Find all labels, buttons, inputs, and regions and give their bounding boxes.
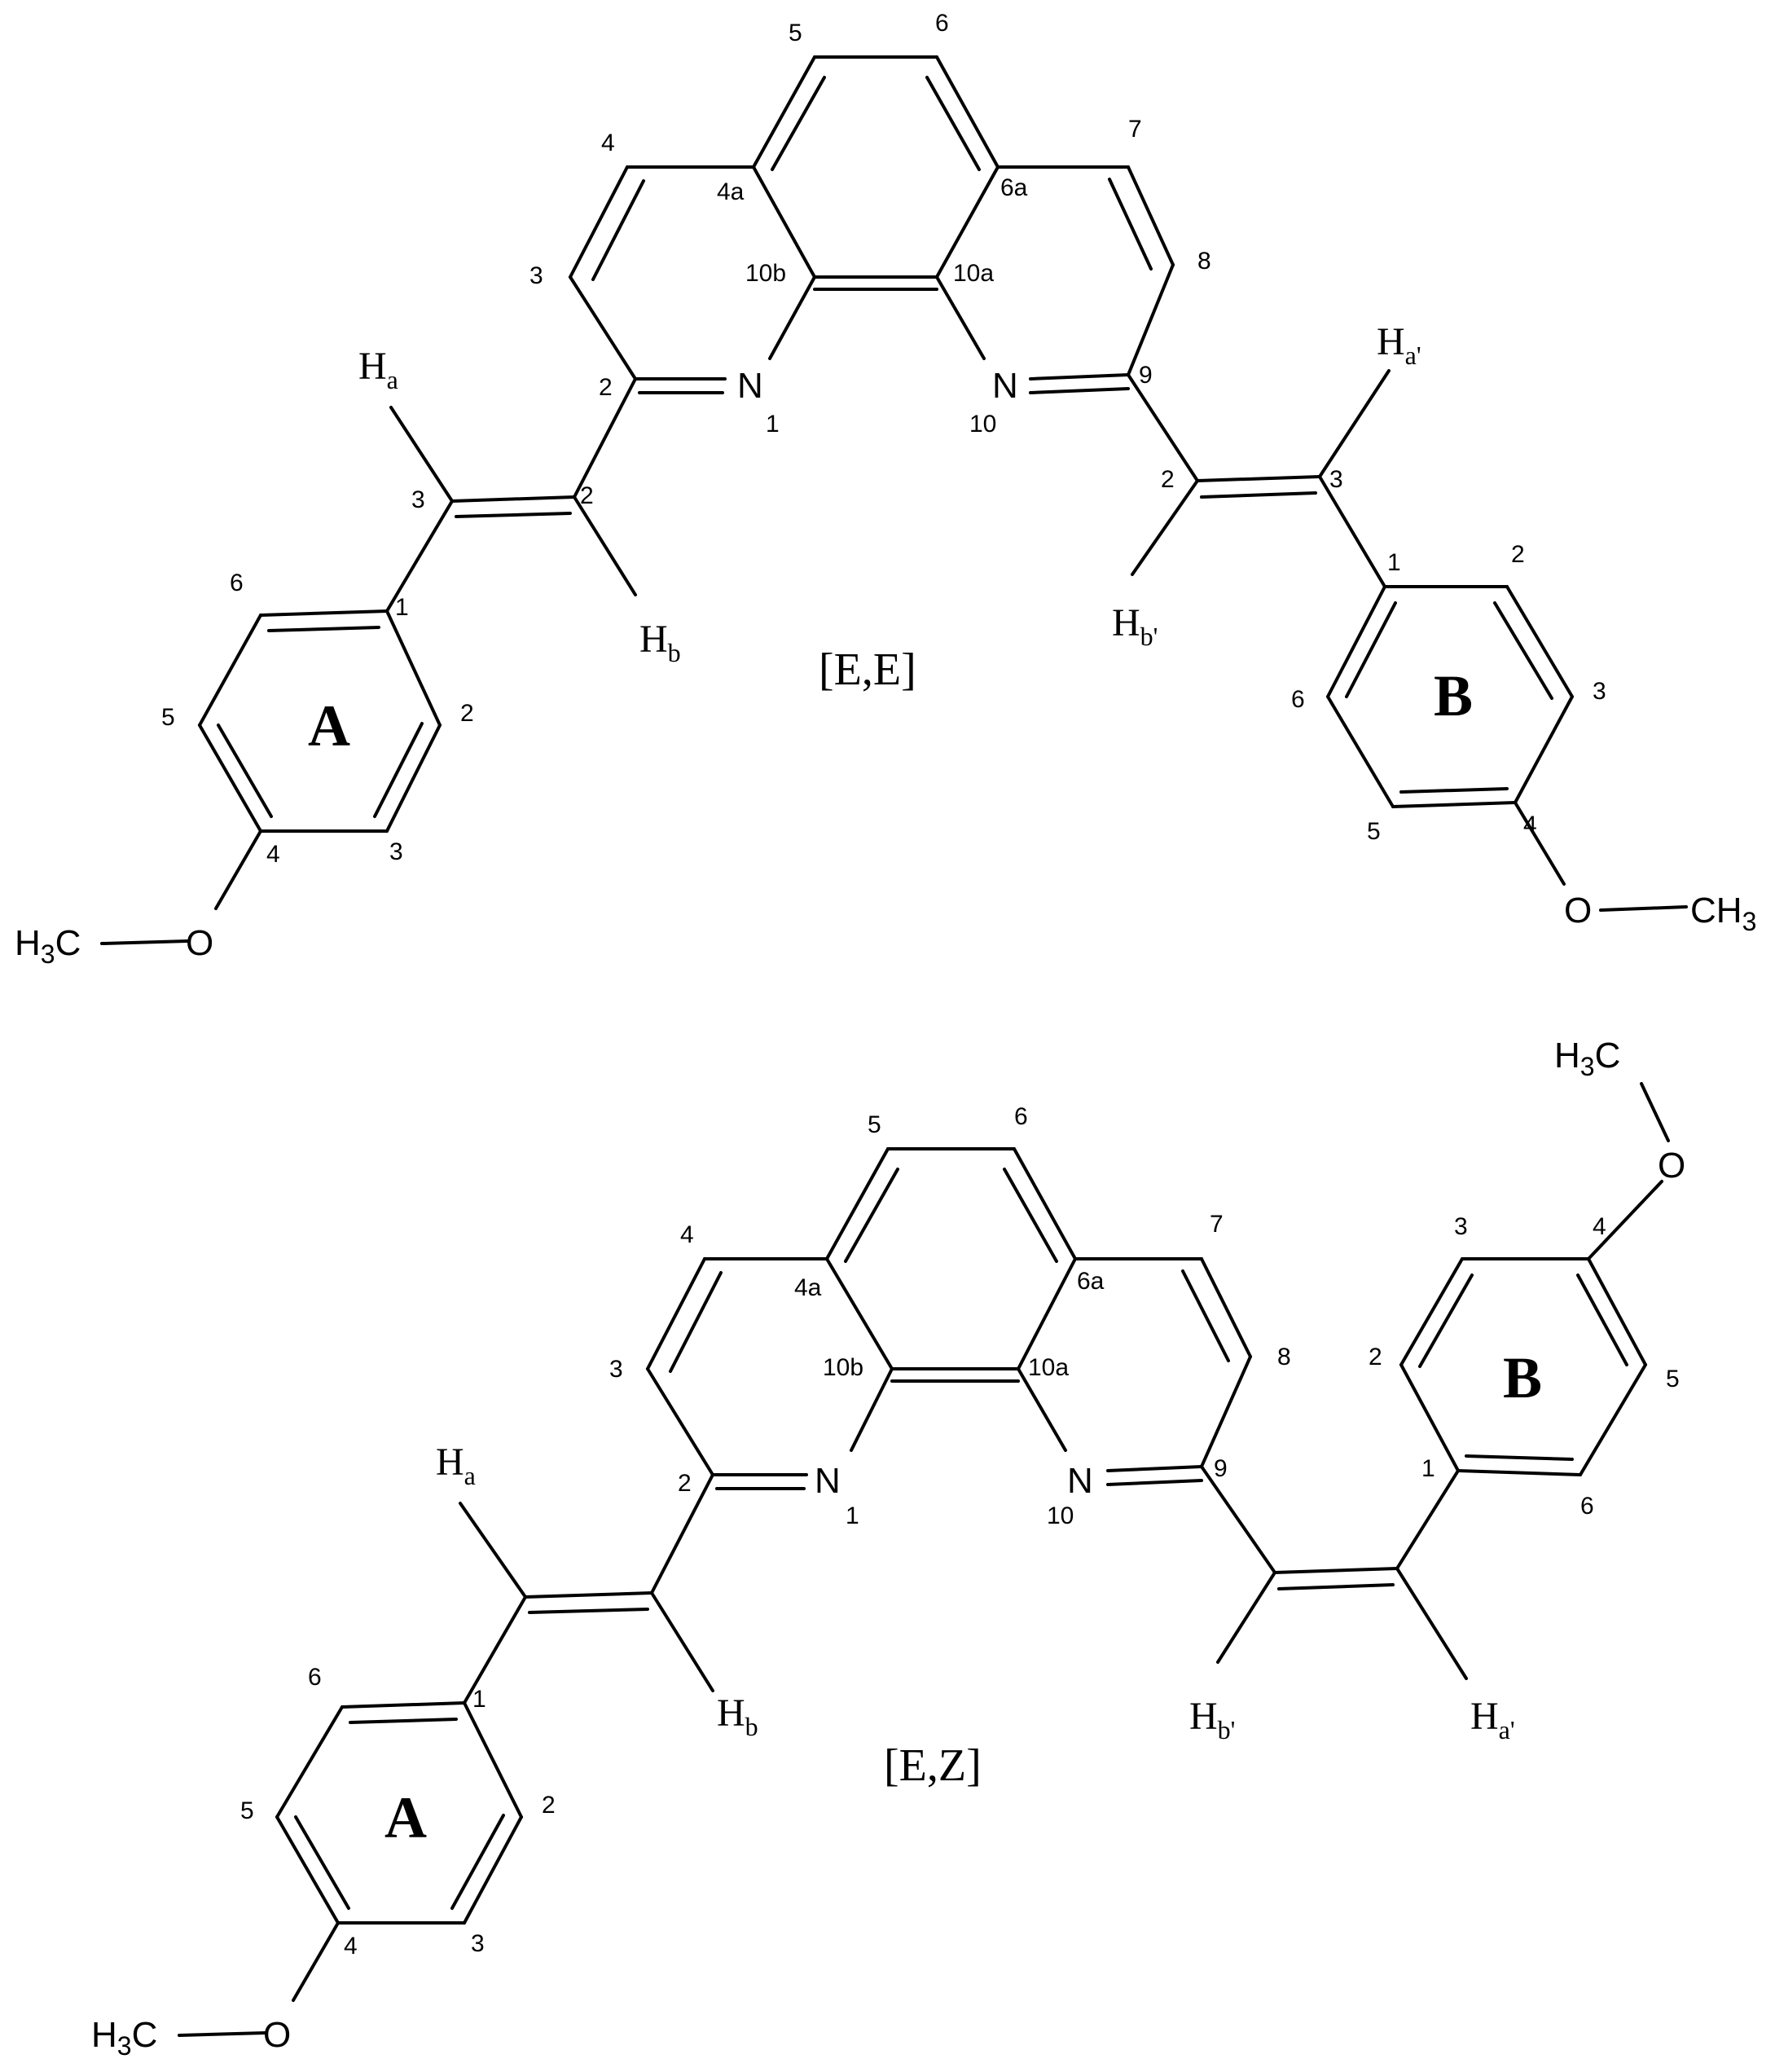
ring-a-pos-2: 2 — [460, 700, 474, 727]
phen-pos-4a: 4a — [717, 178, 745, 205]
bonds-ez — [178, 1082, 1670, 2037]
methoxy-a-group: H3C — [91, 2015, 157, 2061]
left-vinyl-pos-2: 2 — [580, 482, 594, 509]
phen-pos-6a: 6a — [1077, 1268, 1105, 1295]
ring-a-pos-1: 1 — [472, 1686, 486, 1713]
isomer-label-ez: [E,Z] — [884, 1740, 982, 1791]
ring-b-pos-1: 1 — [1387, 549, 1401, 576]
ring-b-pos-4: 4 — [1523, 812, 1537, 838]
ring-a-pos-1: 1 — [395, 594, 409, 621]
ring-a-pos-4: 4 — [344, 1933, 358, 1960]
phen-pos-2: 2 — [678, 1470, 692, 1497]
ring-a-pos-4: 4 — [266, 841, 280, 868]
phen-pos-8: 8 — [1197, 248, 1211, 275]
nitrogen-1: N — [737, 366, 763, 406]
right-vinyl-pos-3: 3 — [1329, 466, 1343, 493]
methoxy-b-oxygen: O — [1658, 1146, 1685, 1186]
ring-b-pos-3: 3 — [1593, 678, 1606, 705]
ring-b-pos-5: 5 — [1666, 1366, 1680, 1392]
right-vinyl-pos-2: 2 — [1161, 466, 1175, 493]
h-a-prime-label: Ha' — [1470, 1695, 1515, 1744]
ring-a-pos-5: 5 — [240, 1797, 254, 1824]
ring-a-label: A — [308, 693, 350, 759]
phen-pos-8: 8 — [1277, 1344, 1291, 1370]
ring-b-pos-4: 4 — [1593, 1213, 1606, 1240]
methoxy-a-group: H3C — [15, 923, 81, 969]
ring-a-pos-6: 6 — [308, 1664, 322, 1691]
h-b-label: Hb — [717, 1691, 758, 1741]
ring-a-pos-2: 2 — [542, 1792, 556, 1819]
ring-a-pos-3: 3 — [471, 1930, 485, 1957]
structure-ee: N N A B [E,E] Ha Hb Ha' Hb' H3C O O CH3 … — [15, 10, 1756, 969]
nitrogen-1: N — [815, 1461, 841, 1501]
ring-b-pos-6: 6 — [1291, 686, 1305, 713]
ring-b-pos-5: 5 — [1367, 818, 1381, 845]
phen-pos-10: 10 — [1047, 1502, 1074, 1529]
bonds-ee — [100, 55, 1688, 945]
phen-pos-10: 10 — [969, 411, 996, 438]
ring-b-pos-2: 2 — [1511, 541, 1525, 568]
phen-pos-6: 6 — [935, 10, 949, 37]
structure-ez: N N A B [E,Z] Ha Hb Hb' Ha' H3C O H3C O … — [91, 1036, 1685, 2061]
phen-pos-10a: 10a — [953, 260, 994, 287]
phen-pos-7: 7 — [1128, 116, 1142, 143]
methoxy-b-group: H3C — [1554, 1036, 1620, 1081]
phen-pos-4: 4 — [680, 1221, 694, 1248]
phen-pos-9: 9 — [1139, 362, 1153, 389]
ring-a-pos-6: 6 — [230, 570, 244, 596]
phen-pos-3: 3 — [529, 262, 543, 289]
ring-b-pos-3: 3 — [1454, 1213, 1468, 1240]
phen-pos-5: 5 — [789, 20, 802, 46]
ring-b-pos-2: 2 — [1369, 1344, 1382, 1370]
h-b-label: Hb — [639, 618, 681, 667]
h-a-label: Ha — [436, 1441, 476, 1490]
methoxy-a-oxygen: O — [186, 923, 213, 963]
phen-pos-4a: 4a — [794, 1274, 822, 1301]
h-a-prime-label: Ha' — [1377, 320, 1421, 370]
position-numbers-ez: 1 2 3 4 4a 5 6 6a 7 8 9 10 10a 10b 1 2 3… — [240, 1103, 1680, 1960]
atom-labels-ee: N N A B [E,E] Ha Hb Ha' Hb' H3C O O CH3 — [15, 320, 1756, 969]
phen-pos-1: 1 — [846, 1502, 859, 1529]
methoxy-b-oxygen: O — [1564, 891, 1592, 930]
left-vinyl-pos-3: 3 — [411, 486, 425, 513]
phen-pos-10a: 10a — [1028, 1354, 1069, 1381]
methoxy-b-group: CH3 — [1690, 891, 1756, 936]
atom-labels-ez: N N A B [E,Z] Ha Hb Hb' Ha' H3C O H3C O — [91, 1036, 1685, 2061]
ring-a-pos-3: 3 — [389, 838, 403, 865]
ring-b-pos-6: 6 — [1580, 1493, 1594, 1520]
h-b-prime-label: Hb' — [1112, 601, 1158, 651]
nitrogen-10: N — [992, 366, 1018, 406]
phen-pos-1: 1 — [766, 411, 780, 438]
phen-pos-7: 7 — [1210, 1211, 1224, 1238]
phen-pos-9: 9 — [1214, 1455, 1228, 1482]
phen-pos-6: 6 — [1014, 1103, 1028, 1130]
phen-pos-6a: 6a — [1000, 174, 1028, 201]
ring-b-label: B — [1503, 1345, 1542, 1410]
ring-a-pos-5: 5 — [161, 704, 175, 731]
h-b-prime-label: Hb' — [1189, 1695, 1235, 1744]
phen-pos-4: 4 — [601, 130, 615, 156]
phen-pos-10b: 10b — [745, 260, 786, 287]
phen-pos-2: 2 — [599, 374, 613, 401]
phen-pos-10b: 10b — [823, 1354, 863, 1381]
isomer-label-ee: [E,E] — [819, 644, 916, 695]
ring-b-label: B — [1434, 663, 1473, 728]
ring-a-label: A — [384, 1785, 427, 1850]
phen-pos-5: 5 — [868, 1111, 881, 1138]
position-numbers-ee: 1 2 3 4 4a 5 6 6a 7 8 9 10 10a 10b 2 3 2… — [161, 10, 1606, 868]
methoxy-a-oxygen: O — [263, 2015, 291, 2055]
phen-pos-3: 3 — [609, 1356, 623, 1383]
ring-b-pos-1: 1 — [1421, 1455, 1435, 1482]
nitrogen-10: N — [1067, 1461, 1093, 1501]
h-a-label: Ha — [358, 345, 398, 394]
